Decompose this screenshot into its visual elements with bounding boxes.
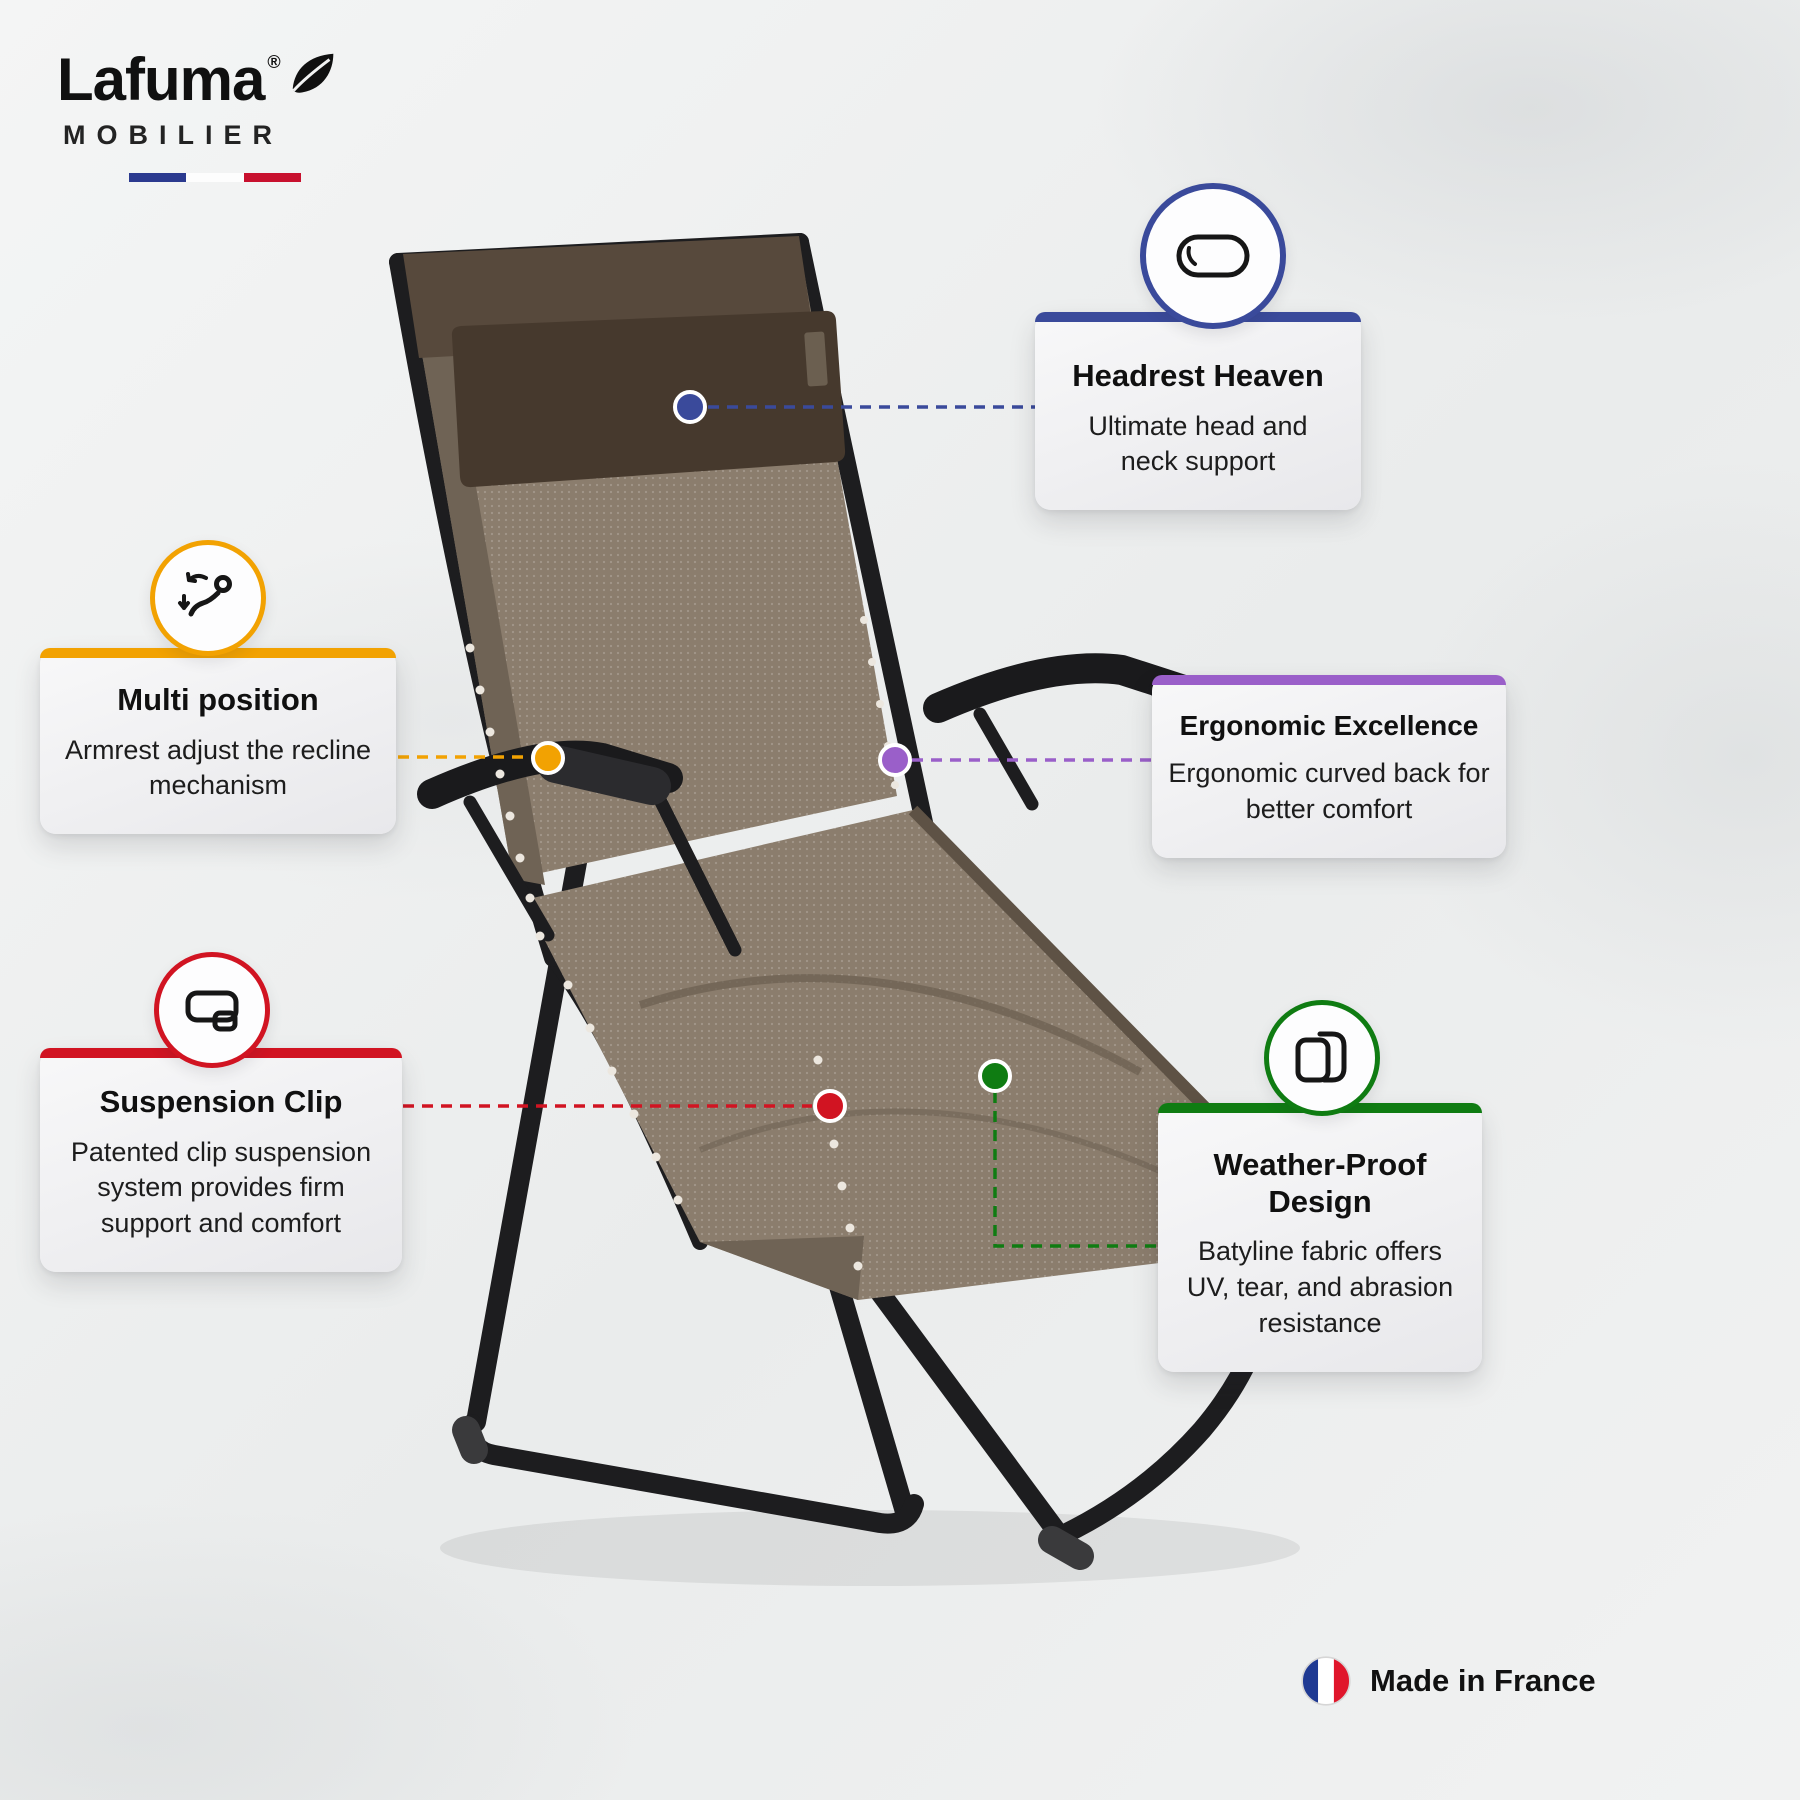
callout-connectors [398, 405, 1160, 1248]
suspension-lacing [465, 616, 899, 1271]
recline-person-icon [150, 540, 266, 656]
made-in-france: Made in France [1300, 1655, 1596, 1707]
registered-mark: ® [267, 52, 281, 72]
fabric-tag [804, 331, 828, 387]
callout-body-suspension-clip: Patented clip suspension system provides… [70, 1136, 372, 1239]
marker-suspension [813, 1089, 847, 1123]
callout-title-multi-position: Multi position [117, 682, 319, 717]
callout-card-multi-position: Multi position Armrest adjust the reclin… [40, 648, 396, 835]
marker-ergonomic [878, 743, 912, 777]
callout-body-multi-position: Armrest adjust the recline mechanism [64, 734, 372, 801]
connector-weather-proof [993, 1092, 1160, 1248]
callout-body-ergonomic: Ergonomic curved back for better comfort [1168, 758, 1490, 824]
headrest-icon [1140, 183, 1286, 329]
marker-headrest [673, 390, 707, 424]
recline-clamp [537, 745, 671, 805]
fabric-icon [1264, 1000, 1380, 1116]
callout-title-suspension-clip: Suspension Clip [99, 1084, 343, 1119]
callout-body-weather-proof: Batyline fabric offers UV, tear, and abr… [1186, 1236, 1454, 1338]
clip-icon [154, 952, 270, 1068]
callout-card-ergonomic: Ergonomic Excellence Ergonomic curved ba… [1152, 675, 1506, 858]
chair-seat-fabric [524, 805, 1252, 1300]
france-flag-icon [1301, 1656, 1351, 1706]
chair-headrest-pillow [451, 310, 846, 488]
flag-white-segment [186, 173, 244, 182]
brand-logo: Lafuma ® MOBILIER [57, 50, 343, 182]
callout-body-headrest: Ultimate head and neck support [1088, 410, 1308, 477]
callout-title-headrest: Headrest Heaven [1072, 358, 1324, 393]
callout-title-weather-proof: Weather-Proof Design [1213, 1147, 1427, 1219]
callout-card-weather-proof: Weather-Proof Design Batyline fabric off… [1158, 1103, 1482, 1372]
callout-title-ergonomic: Ergonomic Excellence [1179, 710, 1479, 741]
flag-blue-segment [129, 173, 187, 182]
brand-subtitle: MOBILIER [63, 120, 283, 150]
callout-card-suspension-clip: Suspension Clip Patented clip suspension… [40, 1048, 402, 1273]
leaf-icon [292, 53, 333, 93]
brand-name: Lafuma [57, 46, 265, 113]
france-flag-stripe [129, 173, 301, 182]
callout-card-headrest: Headrest Heaven Ultimate head and neck s… [1035, 312, 1361, 511]
callout-markers [531, 390, 1012, 1123]
made-in-france-label: Made in France [1370, 1663, 1596, 1698]
accent-bar-ergonomic [1152, 675, 1506, 685]
marker-weather-proof [978, 1059, 1012, 1093]
flag-red-segment [243, 173, 301, 182]
marker-multi-position [531, 741, 565, 775]
